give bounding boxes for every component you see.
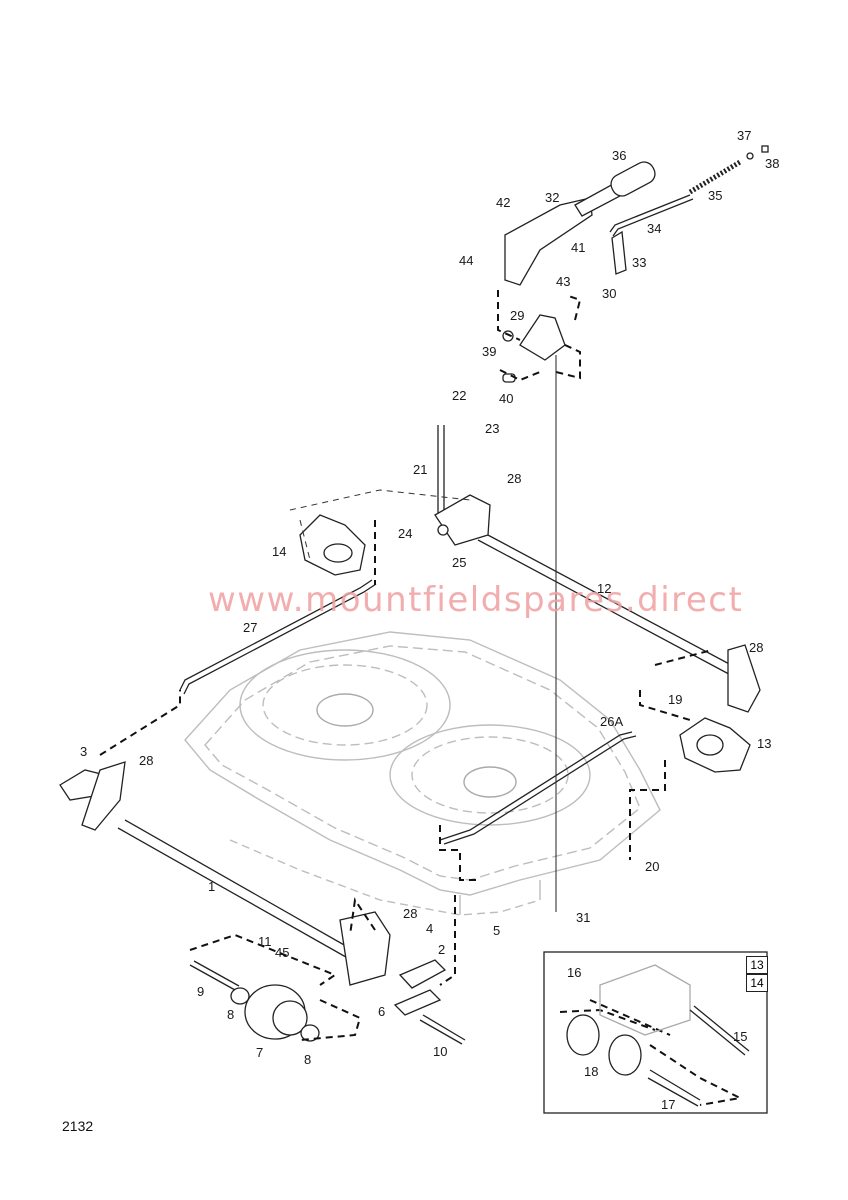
callout-7: 7: [256, 1045, 264, 1060]
callout-8-right: 8: [304, 1052, 312, 1067]
callout-6: 6: [378, 1004, 386, 1019]
callout-34: 34: [647, 221, 662, 236]
callout-28-bottom: 28: [403, 906, 418, 921]
callout-14: 14: [272, 544, 287, 559]
callout-40: 40: [499, 391, 514, 406]
callout-44: 44: [459, 253, 474, 268]
brackets: [59, 494, 761, 1016]
callout-27: 27: [243, 620, 258, 635]
assembly-lines-thin: [289, 489, 471, 561]
figure-number: 2132: [62, 1118, 94, 1134]
callout-13: 13: [757, 736, 772, 751]
callout-19: 19: [668, 692, 683, 707]
callout-43: 43: [556, 274, 571, 289]
callout-2: 2: [438, 942, 446, 957]
callout-25: 25: [452, 555, 467, 570]
callout-30: 30: [602, 286, 617, 301]
callout-1: 1: [208, 879, 216, 894]
callout-23: 23: [485, 421, 500, 436]
callout-33: 33: [632, 255, 647, 270]
callout-12: 12: [597, 581, 612, 596]
callout-41: 41: [571, 240, 586, 255]
callout-39: 39: [482, 344, 497, 359]
callout-32: 32: [545, 190, 560, 205]
mower-deck: [184, 631, 661, 916]
callout-29: 29: [510, 308, 525, 323]
assembly-lines: [99, 290, 744, 1106]
callout-37: 37: [737, 128, 752, 143]
callout-22: 22: [452, 388, 467, 403]
callout-9: 9: [197, 984, 205, 999]
callout-10: 10: [433, 1044, 448, 1059]
callout-11: 11: [258, 934, 272, 949]
callout-16: 16: [567, 965, 582, 980]
callout-31: 31: [576, 910, 591, 925]
callout-21: 21: [413, 462, 428, 477]
callout-3: 3: [80, 744, 88, 759]
callout-28-left: 28: [139, 753, 154, 768]
callout-26a: 26A: [600, 714, 624, 729]
inset-tag-13: 13: [746, 956, 768, 974]
callout-15: 15: [733, 1029, 748, 1044]
callout-5: 5: [493, 923, 501, 938]
callout-17: 17: [661, 1097, 676, 1112]
callout-8-left: 8: [227, 1007, 235, 1022]
callout-45: 45: [275, 945, 290, 960]
callout-28-right: 28: [749, 640, 764, 655]
lift-rods: [117, 194, 749, 966]
inset-detail: [543, 951, 768, 1114]
callout-24: 24: [398, 526, 413, 541]
watermark-text: www.mountfieldspares.direct: [208, 580, 744, 620]
callout-20: 20: [645, 859, 660, 874]
callout-42: 42: [496, 195, 511, 210]
callout-18: 18: [584, 1064, 599, 1079]
anti-scalp-roller: [189, 960, 466, 1045]
callout-36: 36: [612, 148, 627, 163]
callout-35: 35: [708, 188, 723, 203]
callout-38: 38: [765, 156, 780, 171]
lift-lever-assembly: [504, 145, 769, 286]
callout-4: 4: [426, 921, 434, 936]
callout-28-top: 28: [507, 471, 522, 486]
inset-tag-14: 14: [746, 974, 768, 992]
